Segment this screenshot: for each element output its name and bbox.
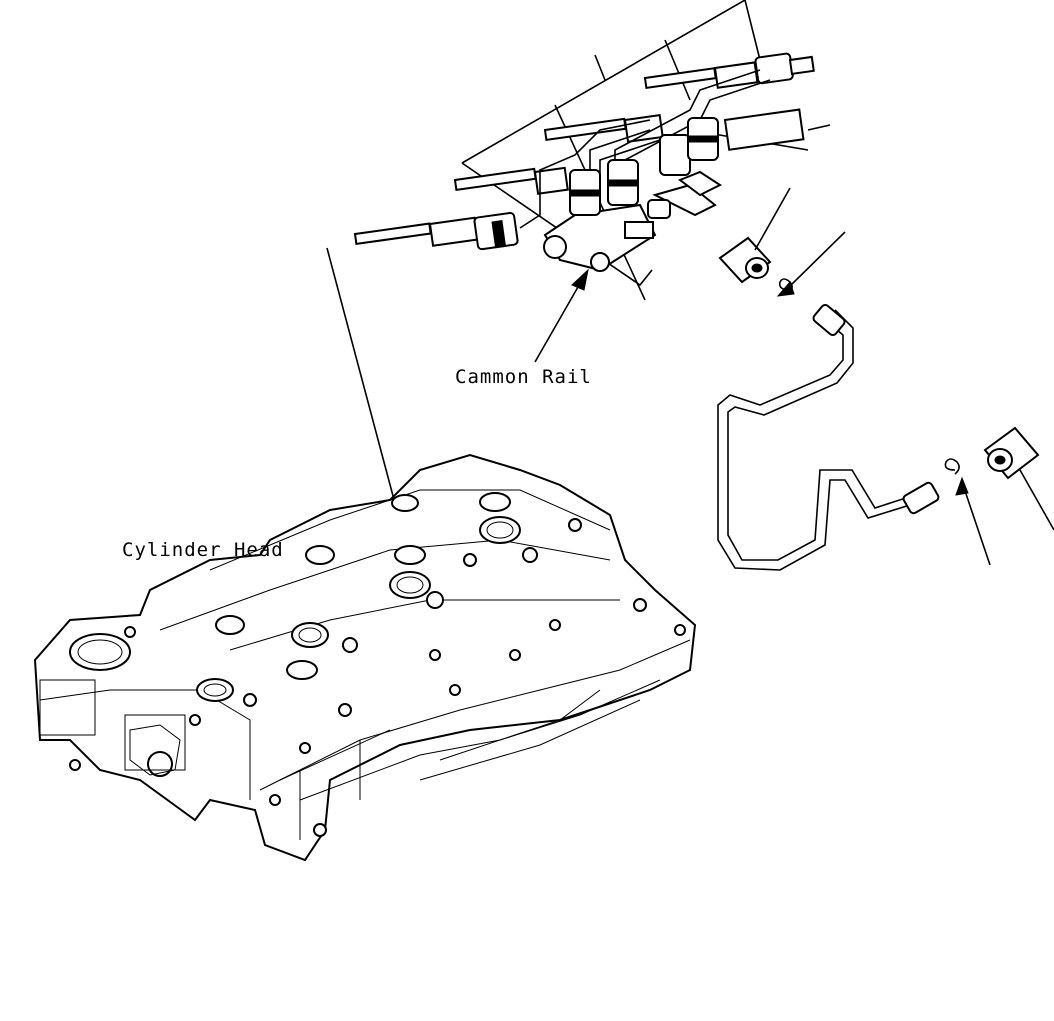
cylinder-head (33, 453, 697, 862)
cylinder-head-label: Cylinder Head (122, 539, 284, 561)
rail-fittings (569, 108, 805, 216)
common-rail-leader (534, 279, 583, 363)
common-rail-arrow (571, 268, 589, 291)
injector-1 (353, 211, 519, 251)
upper-clip (776, 231, 846, 297)
common-rail-label: Cammon Rail (455, 366, 592, 388)
rail-bracket (647, 170, 723, 219)
lower-nut (983, 426, 1054, 531)
injector-4 (643, 52, 815, 90)
fuel-pipe (717, 303, 940, 571)
common-rail (519, 69, 771, 272)
injector-group-frame (461, 0, 831, 301)
lower-clip (944, 458, 991, 566)
injector-2 (453, 166, 569, 195)
upper-nut (718, 187, 791, 284)
